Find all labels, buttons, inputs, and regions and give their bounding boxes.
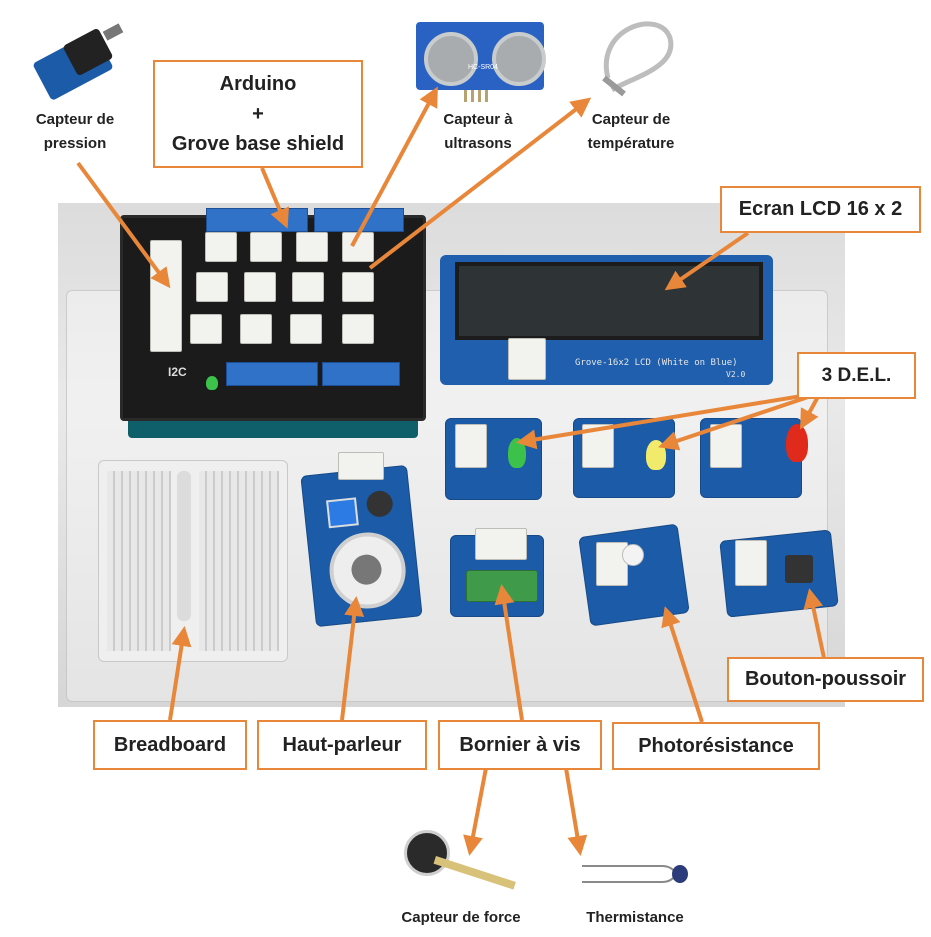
caption-force: Capteur de force [401,909,521,926]
label-button: Bouton-poussoir [727,657,924,702]
shield-header-bottom-left [226,362,318,386]
lcd-silkscreen: Grove-16x2 LCD (White on Blue) [575,358,738,368]
thermistor-image [580,860,690,890]
grove-socket [735,540,767,586]
grove-socket-column [150,240,182,352]
arrow-temperature [368,97,592,270]
caption-temperature: Capteur de température [587,111,675,152]
grove-socket [296,232,328,262]
grove-socket [342,314,374,344]
label-lcd: Ecran LCD 16 x 2 [720,186,921,233]
arrow-arduino [260,167,290,229]
grove-socket [240,314,272,344]
arrow-ultrasonic [350,86,438,247]
i2c-silkscreen: I2C [168,365,187,379]
grove-socket [190,314,222,344]
grove-socket [475,528,527,560]
shield-header-bottom-right [322,362,400,386]
ultrasonic-pins [464,90,492,102]
ultrasonic-sensor-image: HC-SR04 [416,22,546,90]
grove-socket [338,452,384,480]
caption-thermistor: Thermistance [586,909,684,926]
lcd-version-silkscreen: V2.0 [726,370,746,379]
label-breadboard: Breadboard [93,720,247,770]
arrow-force [463,767,488,856]
arrow-speaker [340,596,365,721]
hc-sr04-silkscreen: HC-SR04 [468,64,498,71]
red-led [786,424,808,462]
lcd-screen [455,262,763,340]
arrow-thermistor [564,767,588,856]
caption-ultrasonic: Capteur à ultrasons [443,111,513,152]
shield-header-top-left [206,208,308,232]
label-speaker: Haut-parleur [257,720,427,770]
arrow-lcd [664,231,750,291]
power-led [206,376,218,390]
grove-socket [290,314,322,344]
push-button [785,555,813,583]
grove-socket [292,272,324,302]
arrow-pressure [76,161,171,289]
arrow-button [803,588,826,659]
grove-socket [205,232,237,262]
temperature-sensor-image [590,8,682,104]
arrow-photoresistor [661,606,704,723]
force-sensor-image [398,826,526,898]
grove-socket [342,272,374,302]
photoresistor [622,544,644,566]
grove-socket [455,424,487,468]
grove-socket [250,232,282,262]
lcd-grove-socket [508,338,546,380]
arrow-led-green [516,391,821,450]
grove-socket [244,272,276,302]
label-arduino: Arduino + Grove base shield [153,60,363,168]
label-photoresistor: Photorésistance [612,722,820,770]
breadboard [98,460,288,662]
label-leds: 3 D.E.L. [797,352,916,399]
arrow-screw-terminal [494,584,524,721]
arrow-led-yellow [658,391,821,451]
label-screw-terminal: Bornier à vis [438,720,602,770]
grove-socket [196,272,228,302]
caption-pressure: Capteur de pression [35,111,115,152]
arrow-breadboard [168,626,192,721]
